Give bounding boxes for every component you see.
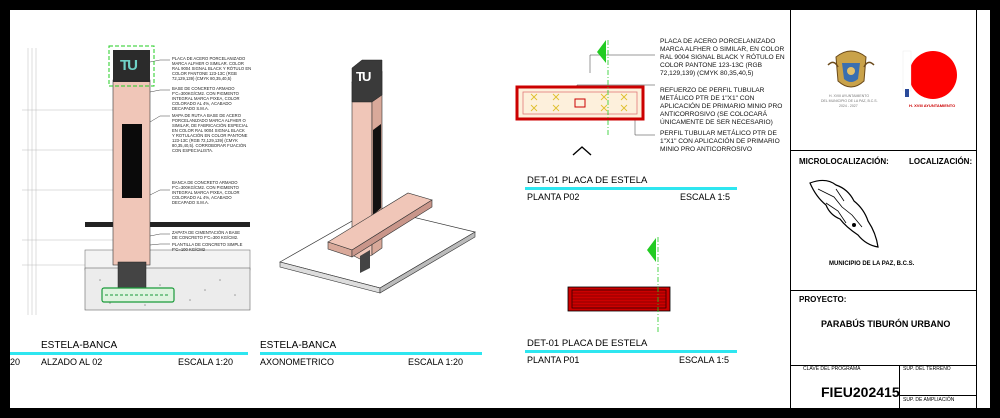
axonometric-scale: ESCALA 1:20 [408, 357, 464, 367]
expansion-area-label: SUP. DE AMPLIACIÓN [903, 397, 955, 403]
elevation-prefix: 20 [10, 357, 21, 367]
program-key-label: CLAVE DEL PROGRAMA [803, 366, 861, 372]
council-logo-icon [902, 50, 957, 99]
project-name: PARABÚS TIBURÓN URBANO [821, 319, 951, 329]
det-bottom-name: PLANTA P01 [527, 355, 580, 365]
program-key: FIEU202415 [821, 384, 900, 400]
coat-of-arms-icon [827, 50, 875, 88]
elevation-drawing [22, 45, 251, 315]
note-elevation-slab: PLANTILLA DE CONCRETO SIMPLE F'C=100 KG/… [172, 242, 243, 252]
det-top-scale: ESCALA 1:5 [680, 192, 731, 202]
note-elevation-plate: PLACA DE ACERO PORCELANIZADO MARCA ALFHE… [172, 56, 252, 81]
elevation-logo-glyph: TU [120, 57, 138, 74]
axonometric-title-bar [260, 352, 482, 355]
axonometric-drawing [279, 59, 476, 294]
detail-top-drawing [515, 40, 655, 156]
axonometric-name: AXONOMETRICO [260, 357, 335, 367]
elevation-scale: ESCALA 1:20 [178, 357, 234, 367]
elevation-title-bar [10, 352, 248, 355]
drawing-sheet: TU PLACA DE ACERO PORCELANIZADO MARCA AL… [10, 10, 990, 408]
note-elevation-footing: ZAPATA DE CIMENTACIÓN A BASE DE CONCRETO… [172, 230, 241, 240]
det-bottom-scale: ESCALA 1:5 [679, 355, 730, 365]
project-section: PROYECTO: PARABÚS TIBURÓN URBANO [791, 290, 976, 366]
title-block: H. XVIII AYUNTAMIENTO DEL MUNICIPIO DE L… [790, 10, 990, 408]
council-line2: DEL MUNICIPIO DE LA PAZ, B.C.S. [821, 99, 878, 103]
axonometric-title: ESTELA-BANCA [260, 340, 337, 351]
axonometric-logo-glyph: TU [356, 69, 371, 84]
elevation-name: ALZADO AL 02 [41, 357, 103, 367]
note-elevation-map: MAPA DE RUTA A BASE DE ACERO PORCELANIZA… [172, 113, 249, 153]
det-top-name: PLANTA P02 [527, 192, 580, 202]
note-det-reinforce: REFUERZO DE PERFIL TUBULAR METÁLICO PTR … [660, 87, 783, 126]
det-top-title: DET-01 PLACA DE ESTELA [527, 175, 648, 186]
elevation-title: ESTELA-BANCA [41, 340, 118, 351]
land-area-label: SUP. DEL TERRENO [903, 366, 951, 372]
council-brand: H. XVIII AYUNTAMIENTO [909, 103, 956, 108]
note-elevation-base: BASE DE CONCRETO ARMADO F'C=300KG/CM2. C… [172, 86, 240, 111]
note-det-profile: PERFIL TUBULAR METÁLICO PTR DE 1"X1" CON… [660, 130, 780, 153]
det-bottom-title: DET-01 PLACA DE ESTELA [527, 338, 648, 349]
municipality-label: MUNICIPIO DE LA PAZ, B.C.S. [829, 261, 915, 267]
council-years: 2024 - 2027 [839, 104, 858, 108]
municipality-map-icon [809, 179, 879, 248]
localization-section: MICROLOCALIZACIÓN: LOCALIZACIÓN: MUNICIP… [791, 150, 976, 291]
note-det-plate: PLACA DE ACERO PORCELANIZADO MARCA ALFHE… [660, 38, 785, 77]
microloc-label: MICROLOCALIZACIÓN: [799, 157, 889, 166]
logos-section: H. XVIII AYUNTAMIENTO DEL MUNICIPIO DE L… [791, 10, 976, 151]
council-line1: H. XVIII AYUNTAMIENTO [829, 94, 870, 98]
detail-bottom-drawing [567, 237, 671, 332]
program-section: CLAVE DEL PROGRAMA FIEU202415 SUP. DEL T… [791, 365, 976, 408]
det-bottom-title-bar [525, 350, 737, 353]
loc-label: LOCALIZACIÓN: [909, 157, 973, 166]
project-label: PROYECTO: [799, 295, 847, 304]
det-top-title-bar [525, 187, 737, 190]
note-elevation-bench: BANCA DE CONCRETO ARMADO F'C=300KG/CM2. … [172, 180, 240, 205]
